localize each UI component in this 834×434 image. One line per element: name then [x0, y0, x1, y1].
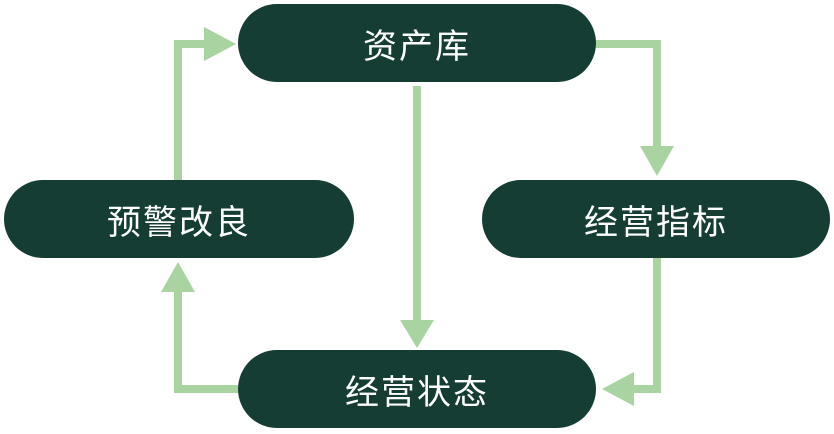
node-warning-improvement: 预警改良 — [4, 180, 354, 258]
edge-status-to-warning — [174, 290, 238, 393]
edge-metrics-to-status — [632, 258, 661, 393]
arrowhead-status-to-warning — [161, 262, 195, 292]
edge-asset-to-metrics — [596, 40, 661, 148]
node-operating-metrics-label: 经营指标 — [584, 202, 728, 243]
node-asset-library: 资产库 — [238, 4, 596, 82]
arrowhead-asset-to-metrics — [640, 146, 674, 176]
node-operating-metrics: 经营指标 — [482, 180, 830, 258]
node-asset-library-label: 资产库 — [363, 26, 471, 67]
node-warning-improvement-label: 预警改良 — [107, 202, 251, 243]
arrowhead-warning-to-asset — [204, 27, 236, 61]
node-operating-status-label: 经营状态 — [345, 372, 489, 413]
arrowhead-asset-to-status — [400, 320, 434, 348]
arrowhead-metrics-to-status — [602, 372, 634, 406]
node-operating-status: 经营状态 — [238, 350, 596, 428]
edge-warning-to-asset — [174, 40, 206, 180]
